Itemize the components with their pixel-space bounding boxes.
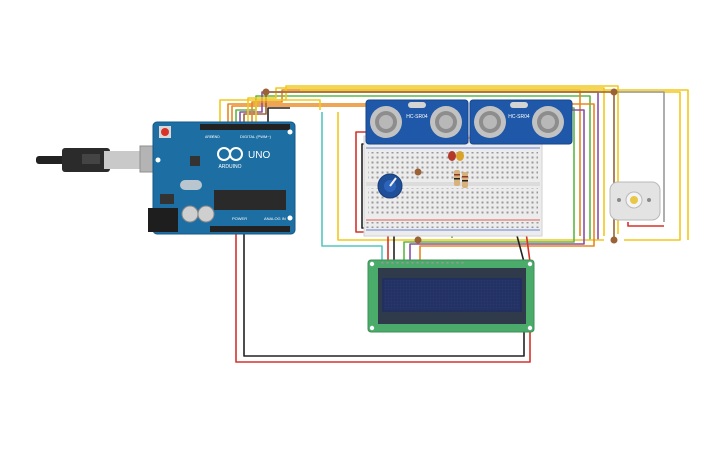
wire-black — [243, 230, 525, 357]
aref-label: AREF — [205, 135, 214, 139]
wire-orange — [227, 103, 368, 126]
sensor-model-label: HC-SR04 — [406, 114, 428, 120]
analog-header-label: ANALOG IN — [264, 216, 286, 221]
power-header-label: POWER — [232, 216, 247, 221]
wire-brown — [243, 92, 267, 126]
ultrasonic-sensor-2: HC-SR04 — [469, 99, 573, 145]
wire-yellow — [300, 89, 689, 240]
arduino-model-text: UNO — [248, 150, 270, 161]
led-yellow — [456, 151, 464, 161]
digital-header-label: DIGITAL (PWM~) — [240, 134, 272, 139]
potentiometer — [377, 173, 403, 199]
gnd-label: GND — [212, 135, 220, 139]
wire-yellow — [247, 87, 605, 236]
wire-yellow — [255, 85, 619, 234]
wire-gray — [614, 91, 665, 222]
resistor — [462, 172, 468, 188]
wire-black — [267, 107, 290, 126]
lcd-display — [367, 259, 535, 333]
wire-joints — [262, 88, 618, 244]
arduino-logo-text: ARDUINO — [218, 164, 241, 170]
led-red — [448, 151, 456, 161]
wire-orange — [251, 89, 581, 236]
ultrasonic-sensor-1: HC-SR04 — [365, 99, 469, 145]
arduino-uno-board: ARDUINO UNO DIGITAL (PWM~) POWER ANALOG … — [148, 121, 296, 235]
wire-yellow — [337, 112, 604, 241]
wire-purple — [409, 109, 585, 262]
wire-cyan — [321, 112, 383, 262]
wire-red — [235, 230, 531, 363]
wire-orange — [419, 103, 595, 262]
dc-motor — [609, 181, 661, 221]
sensor-model-label: HC-SR04 — [508, 114, 530, 120]
arduino-logo-icon — [217, 147, 243, 161]
resistor — [454, 170, 460, 186]
usb-cable — [36, 145, 165, 173]
wire-red — [355, 131, 389, 262]
wire-red — [627, 222, 664, 227]
wire-orange — [231, 105, 372, 126]
